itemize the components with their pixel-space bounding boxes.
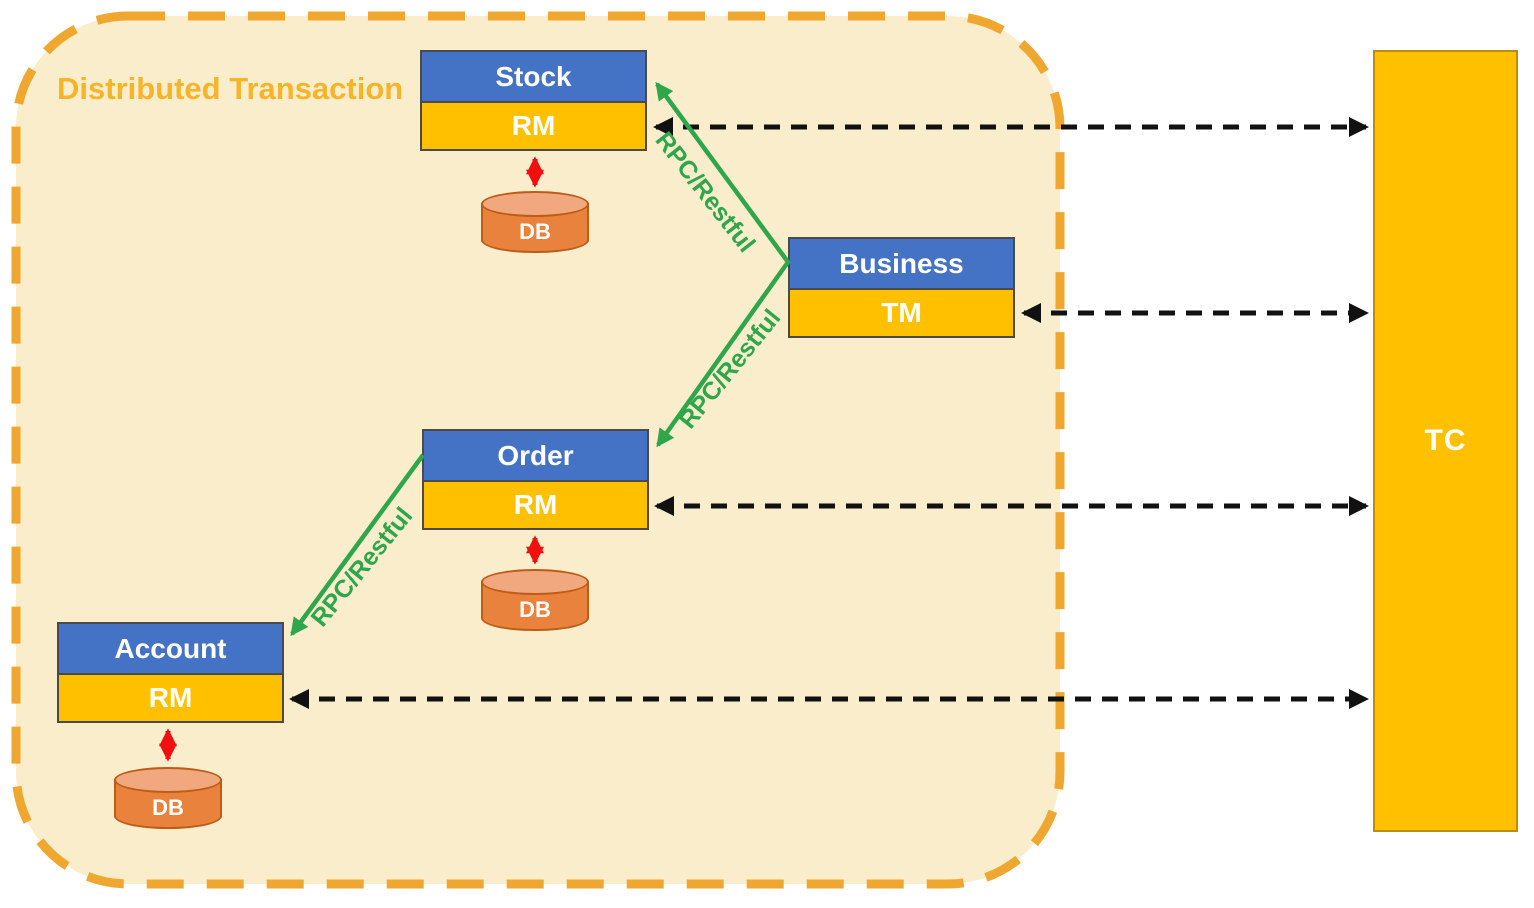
rpc-arrow-business-to-stock-and-order (655, 81, 791, 448)
stock-db-cylinder: DB (481, 191, 589, 255)
stock-db-cylinder-top (481, 191, 589, 217)
account-service-name: Account (59, 624, 282, 675)
tc-label: TC (1424, 424, 1467, 457)
rpc-label-business-order: RPC/Restful (674, 304, 787, 434)
order-db-cylinder: DB (481, 569, 589, 633)
account-db-label: DB (152, 795, 184, 820)
stock-service-box: Stock RM (420, 50, 647, 151)
account-db-cylinder: DB (114, 767, 222, 831)
order-db-label: DB (519, 597, 551, 622)
stock-service-name: Stock (422, 52, 645, 103)
order-service-box: Order RM (422, 429, 649, 530)
business-tm-label: TM (881, 297, 922, 328)
tc-coordinator-box: TC (1373, 50, 1518, 832)
order-service-name: Order (424, 431, 647, 482)
container-title: Distributed Transaction (57, 71, 404, 106)
business-service-box: Business TM (788, 237, 1015, 338)
business-service-name: Business (790, 239, 1013, 290)
rpc-label-business-stock: RPC/Restful (650, 127, 761, 258)
account-service-box: Account RM (57, 622, 284, 723)
account-db-cylinder-top (114, 767, 222, 793)
stock-db-label: DB (519, 219, 551, 244)
stock-rm-label: RM (511, 110, 556, 141)
account-rm-label: RM (148, 682, 193, 713)
order-db-cylinder-top (481, 569, 589, 595)
rpc-label-order-account: RPC/Restful (306, 502, 419, 632)
order-rm-label: RM (513, 489, 558, 520)
rpc-arrow-order-to-account (290, 453, 425, 637)
